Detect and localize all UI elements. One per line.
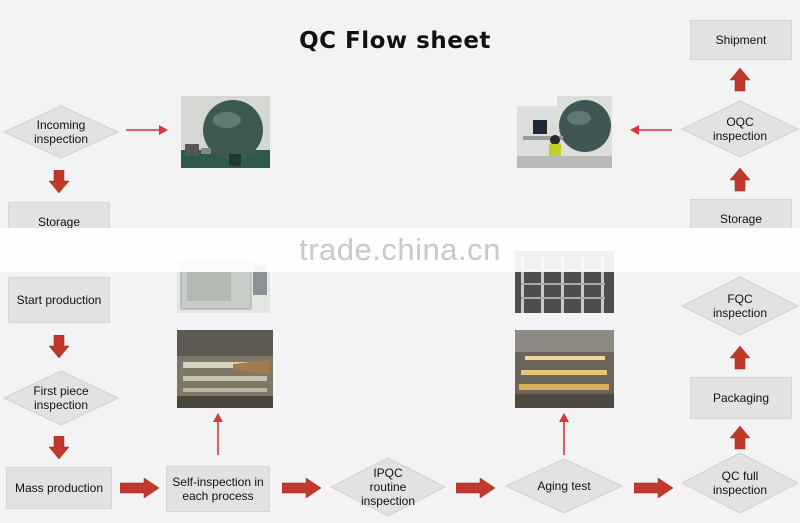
start-production-label: Start production bbox=[16, 293, 102, 307]
shipment-label: Shipment bbox=[715, 33, 767, 47]
page-title: QC Flow sheet bbox=[299, 28, 491, 54]
diamond-shape bbox=[681, 100, 799, 158]
diamond-shape bbox=[330, 457, 446, 517]
right-arrow-4 bbox=[634, 478, 674, 498]
down-arrow-3 bbox=[49, 436, 69, 460]
self-inspection-photo-2 bbox=[177, 330, 273, 408]
incoming-inspection-node: Incoming inspection bbox=[3, 105, 119, 159]
fqc-label: FQC inspection bbox=[712, 292, 768, 320]
down-arrow-1 bbox=[49, 170, 69, 194]
fqc-inspection-node: FQC inspection bbox=[681, 276, 799, 336]
first-piece-label: First piece inspection bbox=[33, 384, 89, 412]
qc-full-label: QC full inspection bbox=[712, 469, 768, 497]
right-arrow-2 bbox=[282, 478, 322, 498]
storage-right-label: Storage bbox=[719, 212, 763, 226]
down-arrow-2 bbox=[49, 335, 69, 359]
diamond-shape bbox=[3, 105, 119, 159]
first-piece-node: First piece inspection bbox=[3, 370, 119, 426]
thin-arrow-up-self bbox=[212, 413, 224, 455]
thin-arrow-up-aging bbox=[558, 413, 570, 455]
oqc-inspection-node: OQC inspection bbox=[681, 100, 799, 158]
mass-production-box: Mass production bbox=[6, 467, 112, 509]
packaging-label: Packaging bbox=[712, 391, 770, 405]
up-arrow-3 bbox=[730, 346, 750, 370]
packaging-box: Packaging bbox=[690, 377, 792, 419]
storage-left-label: Storage bbox=[37, 215, 81, 229]
aging-test-node: Aging test bbox=[505, 458, 623, 514]
self-inspection-box: Self-inspection in each process bbox=[166, 466, 270, 512]
up-arrow-2 bbox=[730, 168, 750, 192]
right-arrow-1 bbox=[120, 478, 160, 498]
diamond-shape bbox=[681, 276, 799, 336]
oqc-inspection-photo bbox=[517, 96, 612, 168]
ipqc-node: IPQC routine inspection bbox=[330, 457, 446, 517]
thin-arrow-right-incoming bbox=[126, 124, 168, 136]
ipqc-label: IPQC routine inspection bbox=[360, 466, 416, 508]
incoming-inspection-label: Incoming inspection bbox=[33, 118, 89, 146]
diamond-shape bbox=[681, 452, 799, 514]
diamond-shape bbox=[505, 458, 623, 514]
self-inspection-label: Self-inspection in each process bbox=[172, 475, 264, 503]
diamond-shape bbox=[3, 370, 119, 426]
start-production-box: Start production bbox=[8, 277, 110, 323]
qc-full-inspection-node: QC full inspection bbox=[681, 452, 799, 514]
incoming-inspection-photo bbox=[181, 96, 270, 168]
up-arrow-1 bbox=[730, 68, 750, 92]
mass-production-label: Mass production bbox=[14, 481, 104, 495]
thin-arrow-left-oqc bbox=[630, 124, 672, 136]
watermark-text: trade.china.cn bbox=[299, 232, 501, 267]
up-arrow-4 bbox=[730, 426, 750, 450]
oqc-label: OQC inspection bbox=[712, 115, 768, 143]
watermark-band bbox=[0, 228, 800, 272]
aging-test-photo-2 bbox=[515, 330, 614, 408]
right-arrow-3 bbox=[456, 478, 496, 498]
shipment-box: Shipment bbox=[690, 20, 792, 60]
aging-test-label: Aging test bbox=[537, 479, 591, 493]
